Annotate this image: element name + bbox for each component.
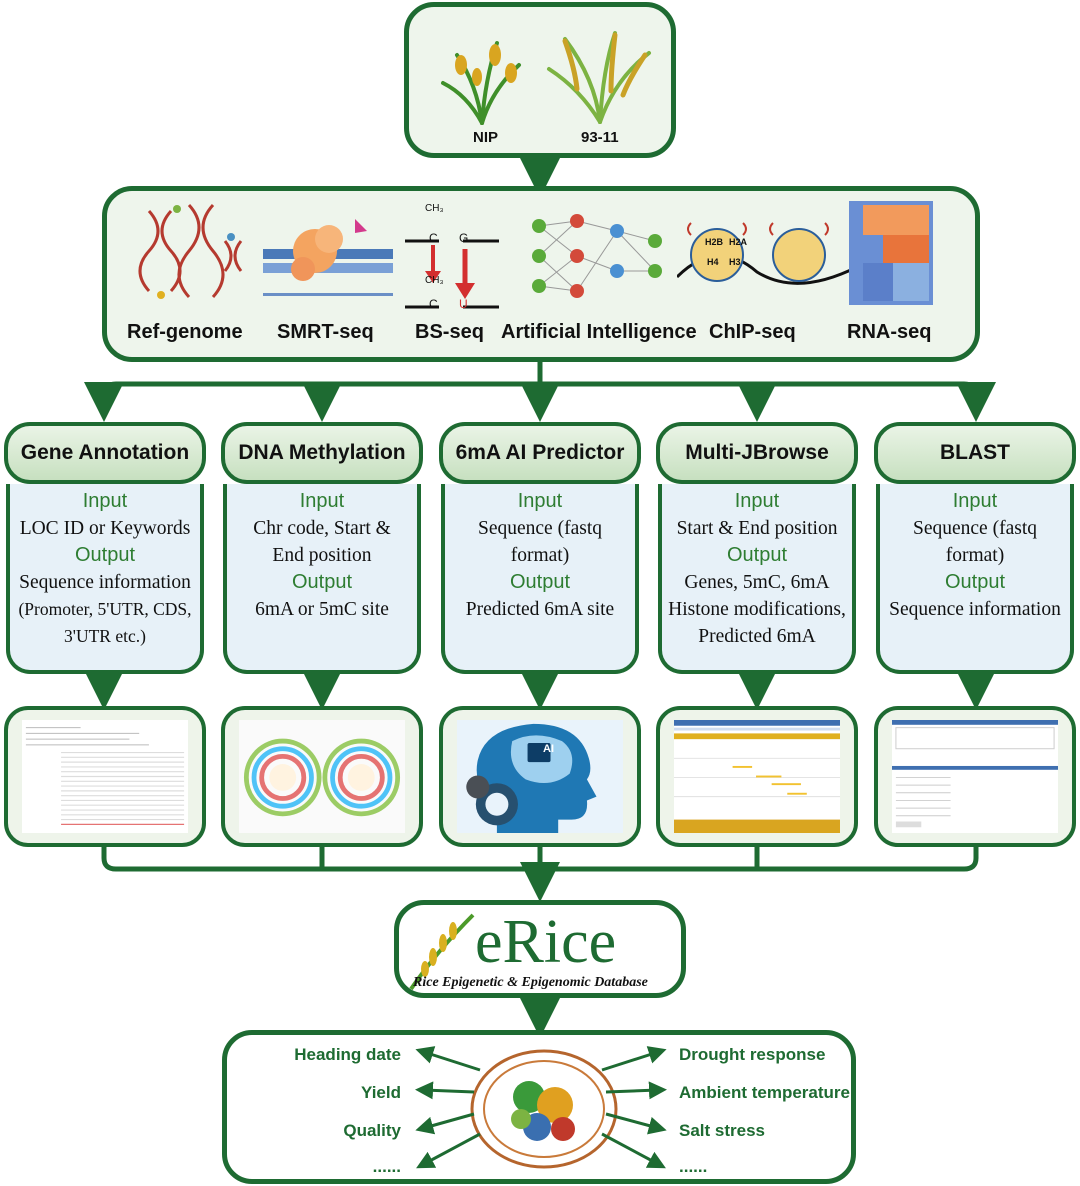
output-label: Output [944,571,1006,593]
ai-chip-label: AI [543,743,554,755]
output-label: Output [509,571,571,593]
output-text: 6mA or 5mC site [255,599,389,620]
jbrowse-screenshot [656,706,858,847]
output-text: 3'UTR etc.) [64,626,146,646]
output-text: Predicted 6mA [698,626,816,647]
outcome-arrows [415,1046,667,1169]
input-text: Sequence (fastq [478,518,602,539]
module-body-gene-annotation: Input LOC ID or Keywords Output Sequence… [6,484,204,674]
trait-label: Heading date [294,1045,401,1064]
variety-label: NIP [473,129,499,146]
smrt-seq-icon [263,219,393,296]
output-text: Sequence information [19,572,191,593]
output-text: (Promoter, 5'UTR, CDS, [18,599,192,619]
trait-label: Ambient temperature [679,1083,850,1102]
database-name: eRice [475,908,617,976]
trait-label: ...... [372,1157,401,1176]
trait-label: Salt stress [679,1121,765,1140]
bs-label: C [429,297,438,311]
ai-predictor-screenshot [439,706,641,847]
module-header-multi-jbrowse: Multi-JBrowse [656,422,858,484]
applications-box: Heading date Yield Quality ...... Drough… [222,1030,856,1184]
techniques-box: CH₃ C G CH₃ C U H2B H2A H4 H3 [102,186,980,362]
form-thumbnail [892,720,1058,828]
module-header-dna-methylation: DNA Methylation [221,422,423,484]
histone-label: H4 [707,257,719,267]
module-header-gene-annotation: Gene Annotation [4,422,206,484]
module-body-dna-methylation: Input Chr code, Start & End position Out… [223,484,421,674]
trait-label: ...... [679,1157,708,1176]
module-header-6ma-ai-predictor: 6mA AI Predictor [439,422,641,484]
input-label: Input [82,490,128,512]
input-text: Chr code, Start & [253,518,391,539]
gene-annotation-screenshot [4,706,206,847]
bs-seq-icon [405,239,499,309]
blast-screenshot [874,706,1076,847]
technique-label: SMRT-seq [277,321,374,343]
input-text: LOC ID or Keywords [19,518,191,539]
trait-label: Quality [343,1121,401,1140]
dna-methylation-screenshot [221,706,423,847]
dna-icon [138,203,243,299]
module-header-blast: BLAST [874,422,1076,484]
output-label: Output [74,544,136,566]
heatmap-icon [849,201,933,305]
input-label: Input [299,490,345,512]
ai-head-icon [466,723,597,833]
circos-plot-thumbnail [243,738,401,817]
trait-label: Drought response [679,1045,826,1064]
neural-network-icon [532,214,662,298]
histone-label: H2B [705,237,724,247]
input-label: Input [517,490,563,512]
technique-label: BS-seq [415,321,484,343]
module-body-multi-jbrowse: Input Start & End position Output Genes,… [658,484,856,674]
input-label: Input [734,490,780,512]
bs-label: CH₃ [425,203,444,214]
output-text: Predicted 6mA site [465,599,615,620]
rice-varieties-box: NIP 93-11 [404,2,676,158]
bs-label: U [459,297,468,311]
technique-label: Artificial Intelligence [501,321,697,343]
rice-plant-icon [441,41,521,125]
input-text: End position [272,545,372,566]
genome-browser-thumbnail [674,720,840,833]
variety-label: 93-11 [581,129,619,146]
histone-label: H2A [729,237,748,247]
bs-label: C [429,231,438,245]
input-text: format) [945,545,1005,566]
output-label: Output [291,571,353,593]
bs-label: G [459,231,469,245]
technique-label: Ref-genome [127,321,243,343]
module-body-6ma-ai-predictor: Input Sequence (fastq format) Output Pre… [441,484,639,674]
trait-label: Yield [361,1083,401,1102]
erice-logo-box: eRice Rice Epigenetic & Epigenomic Datab… [394,900,686,998]
module-body-blast: Input Sequence (fastq format) Output Seq… [876,484,1074,674]
text-page-thumbnail [25,727,185,825]
input-text: Sequence (fastq [913,518,1037,539]
nucleosome-icon [677,222,857,285]
output-text: Genes, 5mC, 6mA [684,572,830,593]
input-text: format) [510,545,570,566]
technique-label: ChIP-seq [709,321,796,343]
technique-label: RNA-seq [847,321,932,343]
output-label: Output [726,544,788,566]
histone-label: H3 [729,257,741,267]
input-label: Input [952,490,998,512]
nucleosome-structure-icon [470,1049,618,1169]
database-subtitle: Rice Epigenetic & Epigenomic Database [413,975,648,990]
rice-plant-icon [547,31,651,124]
output-text: Histone modifications, [668,599,846,620]
rice-leaf-icon [409,913,475,991]
bs-label: CH₃ [425,275,444,286]
output-text: Sequence information [889,599,1061,620]
input-text: Start & End position [676,518,838,539]
